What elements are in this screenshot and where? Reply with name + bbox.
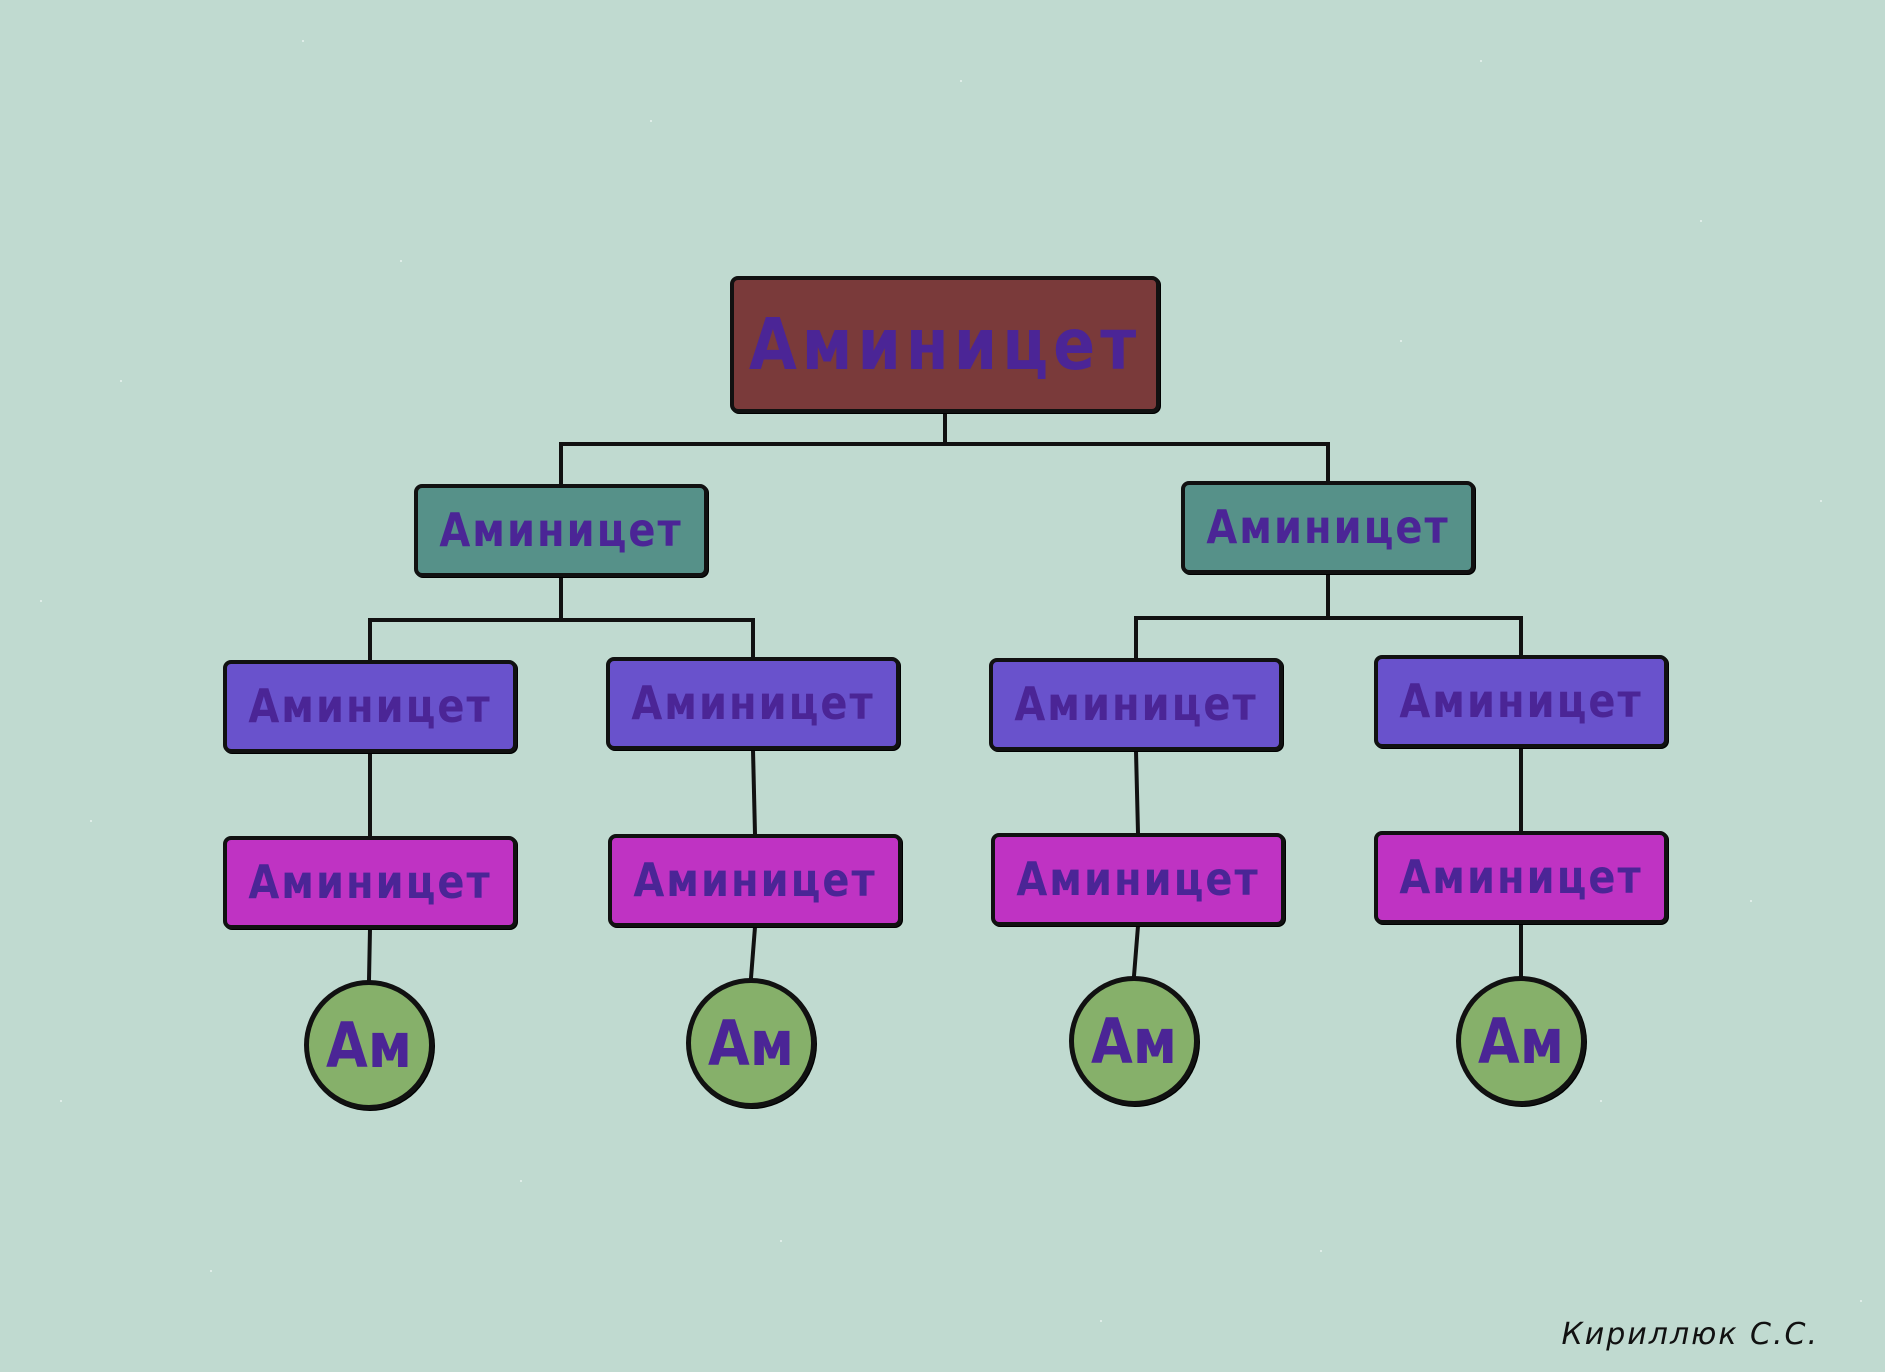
sub-node-label: Аминицет — [1399, 851, 1643, 904]
sub-node-label: Аминицет — [248, 856, 492, 909]
root-node: Аминицет — [730, 276, 1160, 413]
leaf-label: Ам — [1091, 1004, 1177, 1078]
paper-speck — [780, 1240, 782, 1242]
paper-speck — [302, 40, 304, 42]
leaf-label: Ам — [1478, 1004, 1564, 1078]
connector-child-sub — [1133, 748, 1141, 836]
connector-child-sub — [750, 747, 758, 837]
sub-node-4: Аминицет — [1374, 831, 1668, 924]
branch-node-right: Аминицет — [1181, 481, 1475, 574]
paper-speck — [1600, 1100, 1602, 1102]
sub-node-2: Аминицет — [608, 834, 902, 927]
leaf-label: Ам — [708, 1006, 794, 1080]
leaf-circle-4: Ам — [1456, 976, 1586, 1106]
sub-node-label: Аминицет — [633, 854, 877, 907]
child-node-4: Аминицет — [1374, 655, 1668, 748]
sub-node-1: Аминицет — [223, 836, 517, 929]
leaf-label: Ам — [326, 1008, 412, 1082]
paper-speck — [1320, 1250, 1322, 1252]
paper-speck — [1820, 500, 1822, 502]
paper-speck — [210, 1270, 212, 1272]
child-node-3: Аминицет — [989, 658, 1283, 751]
child-node-label: Аминицет — [248, 680, 492, 733]
paper-speck — [1860, 1300, 1862, 1302]
sub-node-3: Аминицет — [991, 833, 1285, 926]
leaf-circle-3: Ам — [1069, 976, 1199, 1106]
child-node-2: Аминицет — [606, 657, 900, 750]
paper-speck — [520, 1180, 522, 1182]
leaf-circle-1: Ам — [304, 980, 434, 1110]
paper-speck — [1100, 1320, 1102, 1322]
connector-sub-leaf — [1131, 923, 1141, 979]
paper-speck — [1400, 340, 1402, 342]
paper-speck — [1480, 60, 1482, 62]
paper-speck — [90, 820, 92, 822]
leaf-circle-2: Ам — [686, 978, 816, 1108]
sub-node-label: Аминицет — [1016, 853, 1260, 906]
paper-speck — [1700, 220, 1702, 222]
paper-speck — [400, 260, 402, 262]
branch-node-label: Аминицет — [439, 504, 683, 557]
root-node-label: Аминицет — [748, 302, 1142, 387]
branch-node-label: Аминицет — [1206, 501, 1450, 554]
paper-speck — [1750, 900, 1752, 902]
author-signature: Кириллюк С.С. — [1561, 1317, 1819, 1352]
paper-speck — [40, 600, 42, 602]
paper-speck — [120, 380, 122, 382]
child-node-1: Аминицет — [223, 660, 517, 753]
child-node-label: Аминицет — [1399, 675, 1643, 728]
branch-node-left: Аминицет — [414, 484, 708, 577]
connector-sub-leaf — [366, 926, 373, 983]
paper-speck — [960, 80, 962, 82]
child-node-label: Аминицет — [631, 677, 875, 730]
connector-sub-leaf — [748, 924, 758, 981]
paper-speck — [650, 120, 652, 122]
child-node-label: Аминицет — [1014, 678, 1258, 731]
paper-speck — [60, 1100, 62, 1102]
